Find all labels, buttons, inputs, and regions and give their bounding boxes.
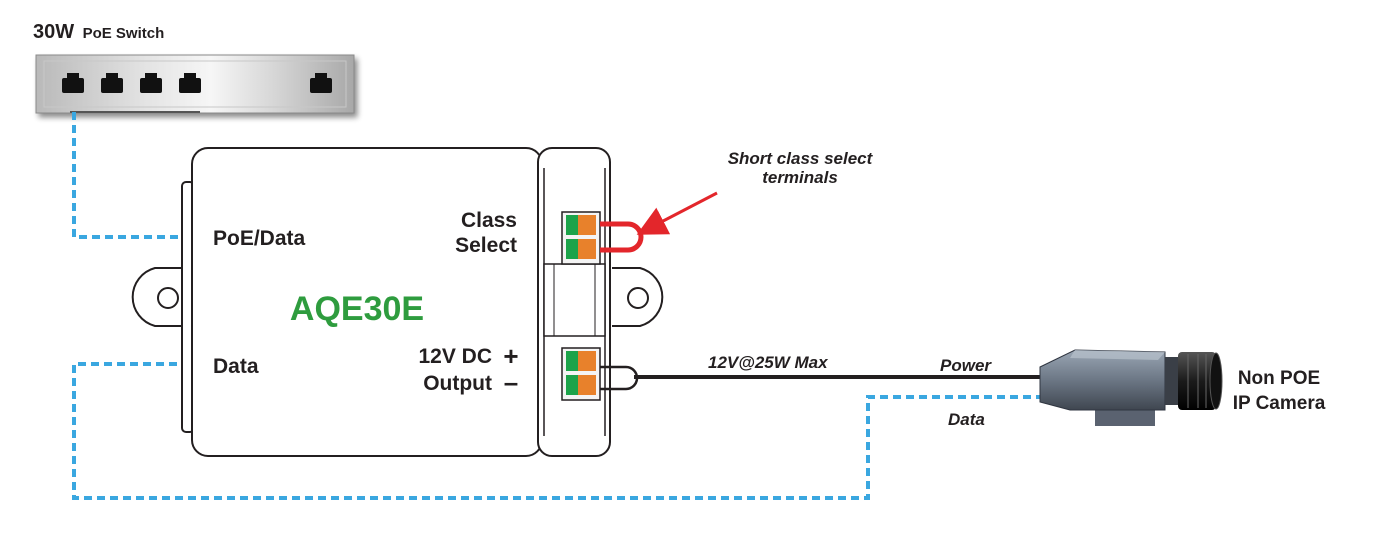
plus-symbol: + — [503, 341, 518, 371]
annotation-arrow — [636, 191, 718, 235]
minus-symbol: – — [504, 367, 518, 397]
annotation-line1: Short class select — [728, 149, 874, 168]
camera-label-line1: Non POE — [1238, 368, 1320, 389]
class-select-terminal-block — [561, 211, 601, 265]
switch-port-4 — [179, 73, 201, 93]
switch-port-3 — [140, 73, 162, 93]
power-rating-label: 12V@25W Max — [708, 353, 829, 372]
poe-data-port-label: PoE/Data — [213, 227, 306, 250]
annotation-line2: terminals — [762, 168, 838, 187]
left-mounting-hole — [157, 287, 179, 309]
data-cable-label: Data — [948, 410, 985, 429]
terminal-divider — [543, 263, 606, 337]
output-label-line1: 12V DC — [418, 345, 492, 368]
device-model: AQE30E — [290, 290, 424, 328]
power-label: Power — [940, 356, 992, 375]
data-to-camera-line — [72, 362, 1040, 500]
class-select-label-line1: Class — [461, 209, 517, 232]
switch-title: 30W PoE Switch — [33, 21, 164, 43]
output-terminal-block — [561, 347, 601, 401]
camera-label-line2: IP Camera — [1233, 393, 1326, 414]
switch-port-1 — [62, 73, 84, 93]
switch-port-2 — [101, 73, 123, 93]
switch-name: PoE Switch — [83, 25, 165, 42]
switch-wattage: 30W — [33, 21, 74, 43]
switch-to-poe-data-line — [72, 112, 190, 239]
class-select-label-line2: Select — [455, 234, 517, 257]
output-label-line2: Output — [423, 372, 492, 395]
class-select-jumper — [600, 221, 644, 253]
switch-port-5 — [310, 73, 332, 93]
data-lines — [72, 112, 1040, 500]
camera-lens-mount — [1165, 357, 1179, 405]
ip-camera — [1039, 349, 1223, 426]
right-mounting-hole — [627, 287, 649, 309]
switch-ports — [62, 73, 332, 93]
aqe30e-device — [131, 147, 664, 457]
data-port-label: Data — [213, 355, 259, 378]
